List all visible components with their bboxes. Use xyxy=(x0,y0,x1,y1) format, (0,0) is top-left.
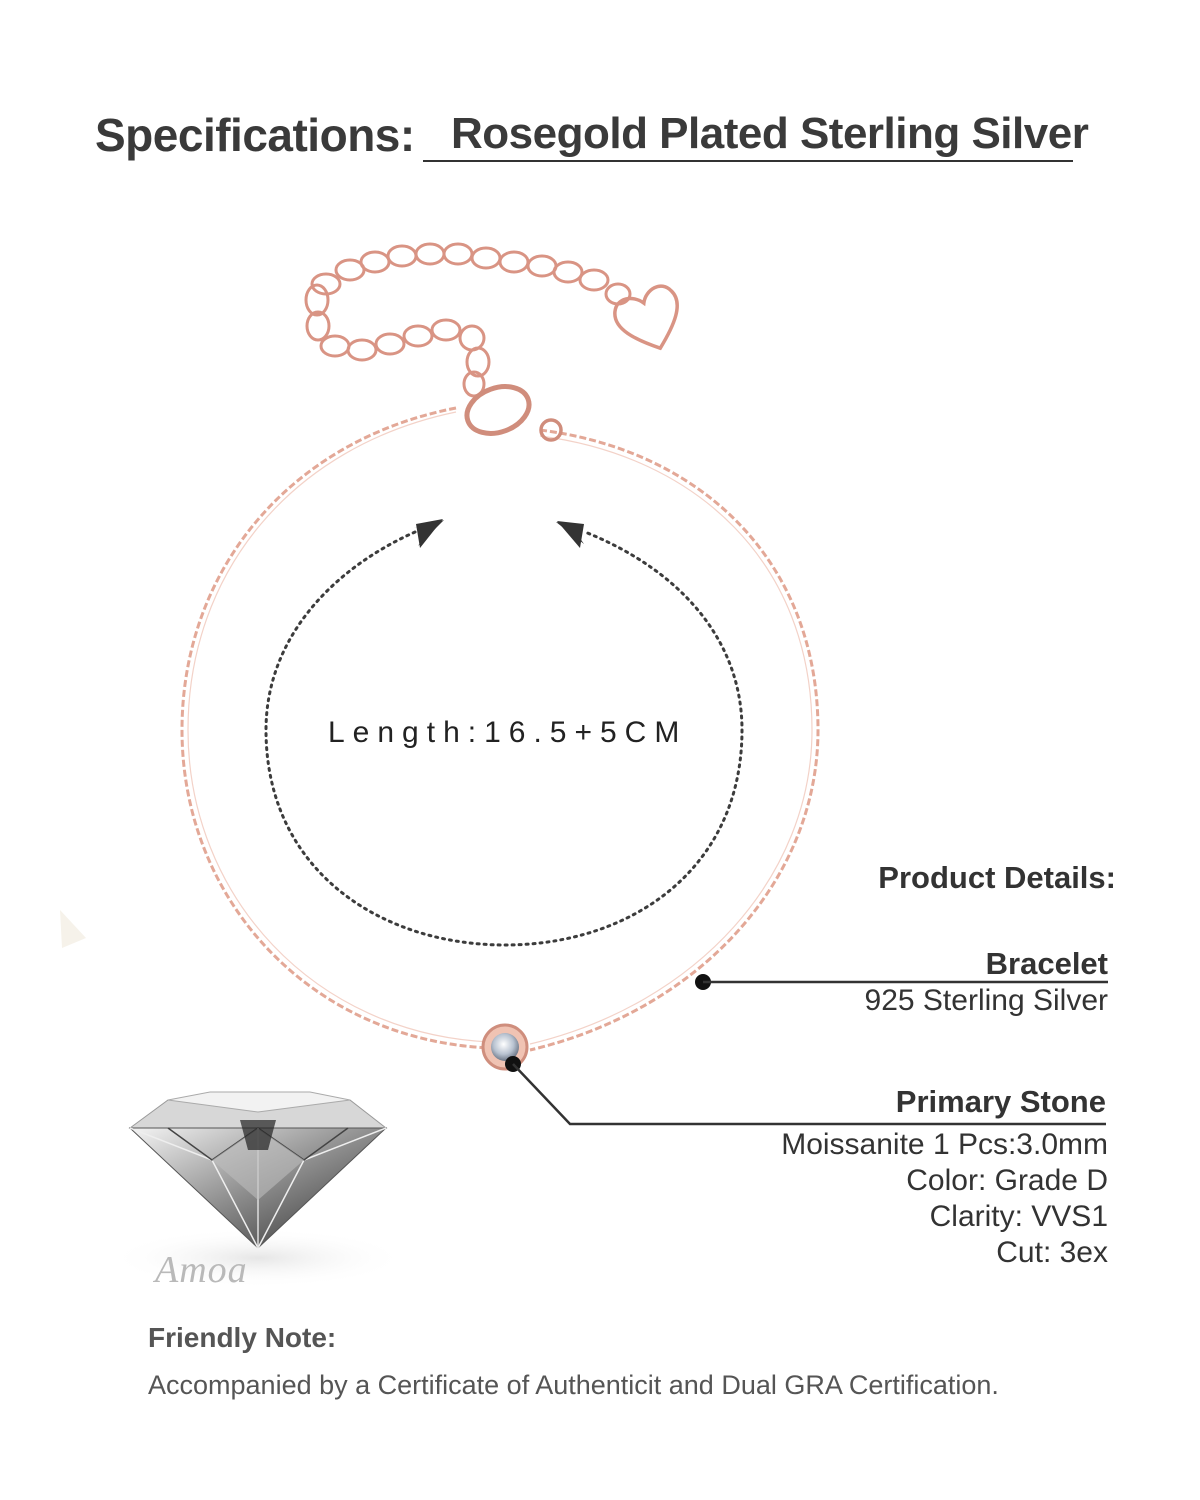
stone-spec-color: Color: Grade D xyxy=(906,1164,1108,1197)
length-indicator xyxy=(264,530,744,947)
diamond-gem-icon xyxy=(108,1091,408,1288)
heart-charm-icon xyxy=(613,284,679,351)
primary-stone-heading: Primary Stone xyxy=(895,1084,1106,1119)
note-text: Accompanied by a Certificate of Authenti… xyxy=(148,1370,999,1400)
stone-spec-clarity: Clarity: VVS1 xyxy=(929,1200,1108,1233)
brand-watermark: Amoa xyxy=(155,1249,248,1291)
product-details-heading: Product Details: xyxy=(878,860,1116,895)
specifications-label: Specifications: xyxy=(95,109,415,161)
material-title: Rosegold Plated Sterling Silver xyxy=(423,108,1089,162)
stone-spec-size: Moissanite 1 Pcs:3.0mm xyxy=(781,1128,1108,1161)
length-label: Length:16.5+5CM xyxy=(328,716,688,749)
bracelet-callout xyxy=(695,974,1108,990)
stone-callout xyxy=(505,1056,1106,1126)
note-heading: Friendly Note: xyxy=(148,1322,337,1353)
lobster-clasp-icon xyxy=(464,384,563,442)
bracelet-chain xyxy=(180,406,820,1052)
bracelet-material: 925 Sterling Silver xyxy=(864,984,1108,1017)
extender-chain xyxy=(304,242,632,398)
bracelet-heading: Bracelet xyxy=(985,946,1108,981)
stone-spec-cut: Cut: 3ex xyxy=(996,1236,1108,1269)
